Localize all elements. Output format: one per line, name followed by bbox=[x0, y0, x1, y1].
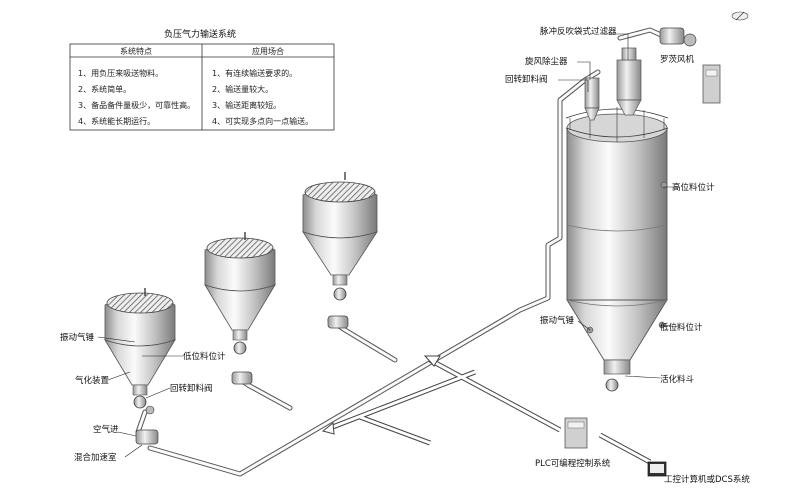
label-low-level-meter-right: 低位料位计 bbox=[660, 322, 703, 333]
rotary-valve-icon bbox=[133, 395, 147, 409]
application-item: 3、输送距离较短。 bbox=[212, 100, 281, 110]
label-vibrator-left: 振动气锤 bbox=[60, 332, 95, 343]
arrow-head-icon bbox=[423, 355, 441, 367]
label-pulse-filter: 脉冲反吹袋式过滤器 bbox=[540, 26, 617, 37]
application-item: 4、可实现多点向一点输送。 bbox=[212, 116, 313, 126]
label-computer: 工控计算机或DCS系统 bbox=[664, 474, 750, 485]
table-title: 负压气力输送系统 bbox=[164, 28, 236, 40]
pulse-filter-icon bbox=[616, 59, 642, 101]
rotary-valve-icon bbox=[233, 341, 247, 355]
label-high-level-meter: 高位料位计 bbox=[672, 182, 715, 193]
label-roots-blower: 罗茨风机 bbox=[660, 54, 695, 65]
feature-item: 3、备品备件量极少，可靠性高。 bbox=[78, 100, 195, 110]
table-header-features: 系统特点 bbox=[120, 46, 152, 56]
conveying-pipeline bbox=[135, 27, 675, 477]
label-mixing-chamber: 混合加速室 bbox=[74, 452, 117, 463]
label-rotary-valve-top: 回转卸料阀 bbox=[505, 74, 548, 85]
control-signal-arrows bbox=[321, 299, 652, 465]
label-aeration-device: 气化装置 bbox=[75, 375, 110, 386]
receiving-silo bbox=[565, 107, 669, 392]
label-fluidizing-bucket: 活化料斗 bbox=[660, 374, 695, 385]
equipment bbox=[564, 11, 749, 477]
feature-item: 4、系统能长期运行。 bbox=[78, 116, 155, 126]
dust-collectors bbox=[584, 47, 642, 121]
mixing-chamber-icon bbox=[135, 429, 159, 445]
label-low-level-meter-left: 低位料位计 bbox=[183, 351, 226, 362]
label-cyclone: 旋风除尘器 bbox=[525, 56, 568, 67]
label-air-inlet: 空气进 bbox=[93, 424, 119, 435]
application-item: 1、有连续输送要求的。 bbox=[212, 68, 297, 78]
table-header-applications: 应用场合 bbox=[252, 46, 284, 56]
application-item: 2、输送量较大。 bbox=[212, 84, 273, 94]
label-plc: PLC可编程控制系统 bbox=[535, 458, 611, 469]
feed-silo-3 bbox=[302, 172, 378, 329]
label-rotary-valve-left: 回转卸料阀 bbox=[170, 383, 213, 394]
cyclone-icon bbox=[584, 77, 600, 109]
label-vibrator-right: 振动气锤 bbox=[540, 315, 575, 326]
leader-lines bbox=[97, 33, 680, 458]
feature-item: 1、用负压来吸送物料。 bbox=[78, 68, 163, 78]
feed-silo-1 bbox=[104, 288, 176, 445]
component-labels: 脉冲反吹袋式过滤器 旋风除尘器 回转卸料阀 罗茨风机 高位料位计 振动气锤 低位… bbox=[60, 26, 750, 485]
roots-blower-icon bbox=[659, 27, 685, 45]
fluidizing-bucket-icon bbox=[603, 359, 631, 375]
feature-item: 2、系统简单。 bbox=[78, 84, 131, 94]
rotary-valve-icon bbox=[333, 287, 347, 301]
feature-table: 负压气力输送系统 系统特点 应用场合 1、用负压来吸送物料。 2、系统简单。 3… bbox=[69, 28, 335, 131]
feed-silo-2 bbox=[204, 232, 276, 385]
arrow-head-icon bbox=[321, 422, 335, 435]
